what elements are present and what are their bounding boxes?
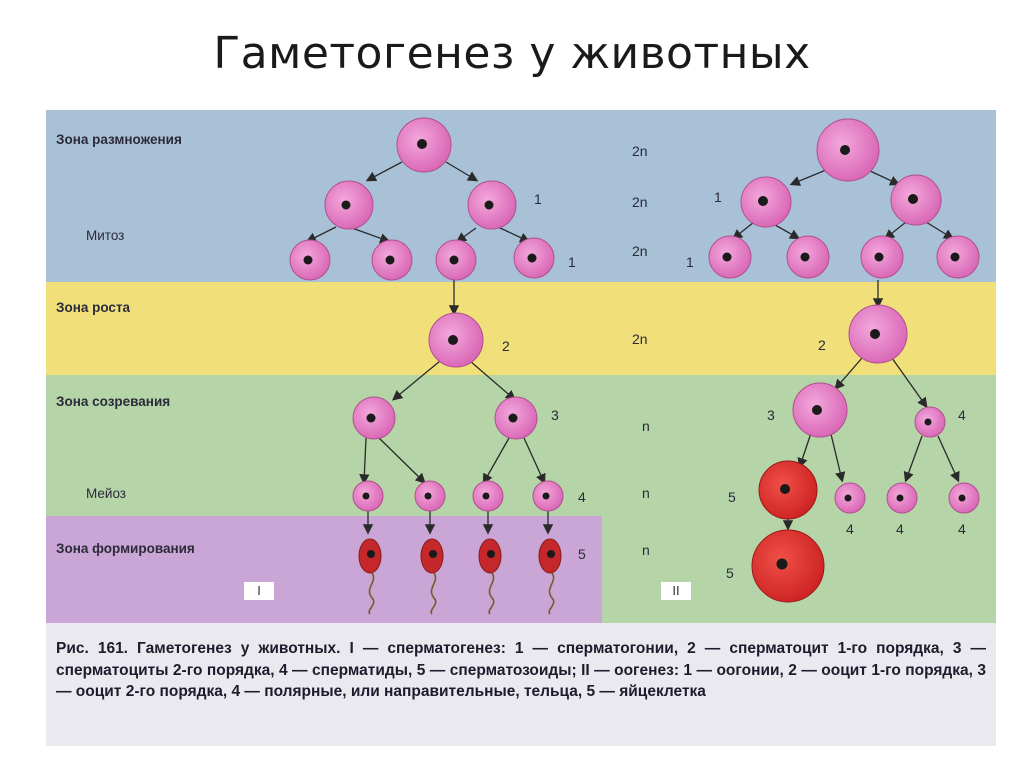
nucleus — [958, 494, 966, 502]
stage-number: 3 — [767, 407, 775, 423]
egg-cell — [751, 529, 825, 603]
nucleus — [780, 484, 790, 494]
nucleus — [424, 492, 432, 500]
ploidy-label: 2n — [632, 143, 648, 159]
right-cells — [708, 118, 980, 603]
stage-number: 4 — [896, 521, 904, 537]
nucleus — [758, 196, 768, 206]
stage-number: 5 — [728, 489, 736, 505]
ploidy-label: n — [642, 418, 650, 434]
spermatogenesis-roman-label: I — [244, 582, 274, 600]
nucleus — [341, 200, 351, 210]
zone-formation-band — [46, 516, 602, 623]
zone-growth-label: Зона роста — [56, 300, 131, 315]
stage-number: 4 — [958, 407, 966, 423]
meiosis-label: Мейоз — [86, 486, 126, 501]
spermatozoon — [420, 538, 444, 615]
left-arrows — [305, 161, 554, 535]
spermatozoon — [538, 538, 562, 615]
nucleus — [527, 253, 537, 263]
nucleus — [508, 413, 518, 423]
ploidy-label: n — [642, 542, 650, 558]
nucleus — [385, 255, 395, 265]
slide-title: Гаметогенез у животных — [213, 28, 811, 79]
stage-number: 2 — [502, 338, 510, 354]
nucleus — [924, 418, 932, 426]
nucleus — [776, 558, 788, 570]
ploidy-label: 2n — [632, 194, 648, 210]
stage-number: 1 — [714, 189, 722, 205]
stage-number: 3 — [551, 407, 559, 423]
spermatozoon — [478, 538, 502, 615]
nucleus — [449, 255, 459, 265]
nucleus — [870, 329, 880, 339]
ploidy-label: 2n — [632, 243, 648, 259]
zone-reproduction-label: Зона размножения — [56, 132, 182, 147]
nucleus — [448, 335, 458, 345]
nucleus — [844, 494, 852, 502]
spermatozoon — [358, 538, 382, 615]
nucleus — [542, 492, 550, 500]
figure-caption: Рис. 161. Гаметогенез у животных. I — сп… — [56, 638, 986, 703]
zone-growth-band — [46, 282, 996, 375]
ploidy-label: 2n — [632, 331, 648, 347]
zone-maturation-label: Зона созревания — [56, 394, 171, 409]
ploidy-label: n — [642, 485, 650, 501]
nucleus — [896, 494, 904, 502]
nucleus — [303, 255, 313, 265]
nucleus — [800, 252, 810, 262]
left-cells — [289, 117, 564, 512]
caption-figure-number: Рис. 161. — [56, 640, 128, 657]
nucleus — [840, 145, 850, 155]
nucleus — [484, 200, 494, 210]
nucleus — [950, 252, 960, 262]
zone-formation-label: Зона формирования — [56, 541, 195, 556]
nucleus — [908, 194, 918, 204]
right-arrows — [731, 169, 960, 531]
nucleus — [366, 413, 376, 423]
stage-number: 1 — [686, 254, 694, 270]
stage-number: 1 — [534, 191, 542, 207]
stage-number: 5 — [578, 546, 586, 562]
mitosis-label: Митоз — [86, 228, 125, 243]
caption-text: Гаметогенез у животных. I — сперматогене… — [56, 640, 986, 700]
nucleus — [812, 405, 822, 415]
diagram-labels: 2n 2n 2n 2n n n n 1 1 2 3 4 5 1 1 2 3 4 … — [502, 143, 966, 581]
gametogenesis-figure: Зона размножения Митоз Зона роста Зона с… — [46, 110, 996, 746]
nucleus — [874, 252, 884, 262]
spermatozoa — [358, 538, 562, 615]
nucleus — [482, 492, 490, 500]
stage-number: 4 — [578, 489, 586, 505]
stage-number: 4 — [958, 521, 966, 537]
gametogenesis-diagram: 2n 2n 2n 2n n n n 1 1 2 3 4 5 1 1 2 3 4 … — [289, 117, 980, 615]
stage-number: 2 — [818, 337, 826, 353]
stage-number: 5 — [726, 565, 734, 581]
stage-number: 4 — [846, 521, 854, 537]
stage-number: 1 — [568, 254, 576, 270]
oogenesis-roman-label: II — [661, 582, 691, 600]
nucleus — [417, 139, 427, 149]
nucleus — [722, 252, 732, 262]
nucleus — [362, 492, 370, 500]
